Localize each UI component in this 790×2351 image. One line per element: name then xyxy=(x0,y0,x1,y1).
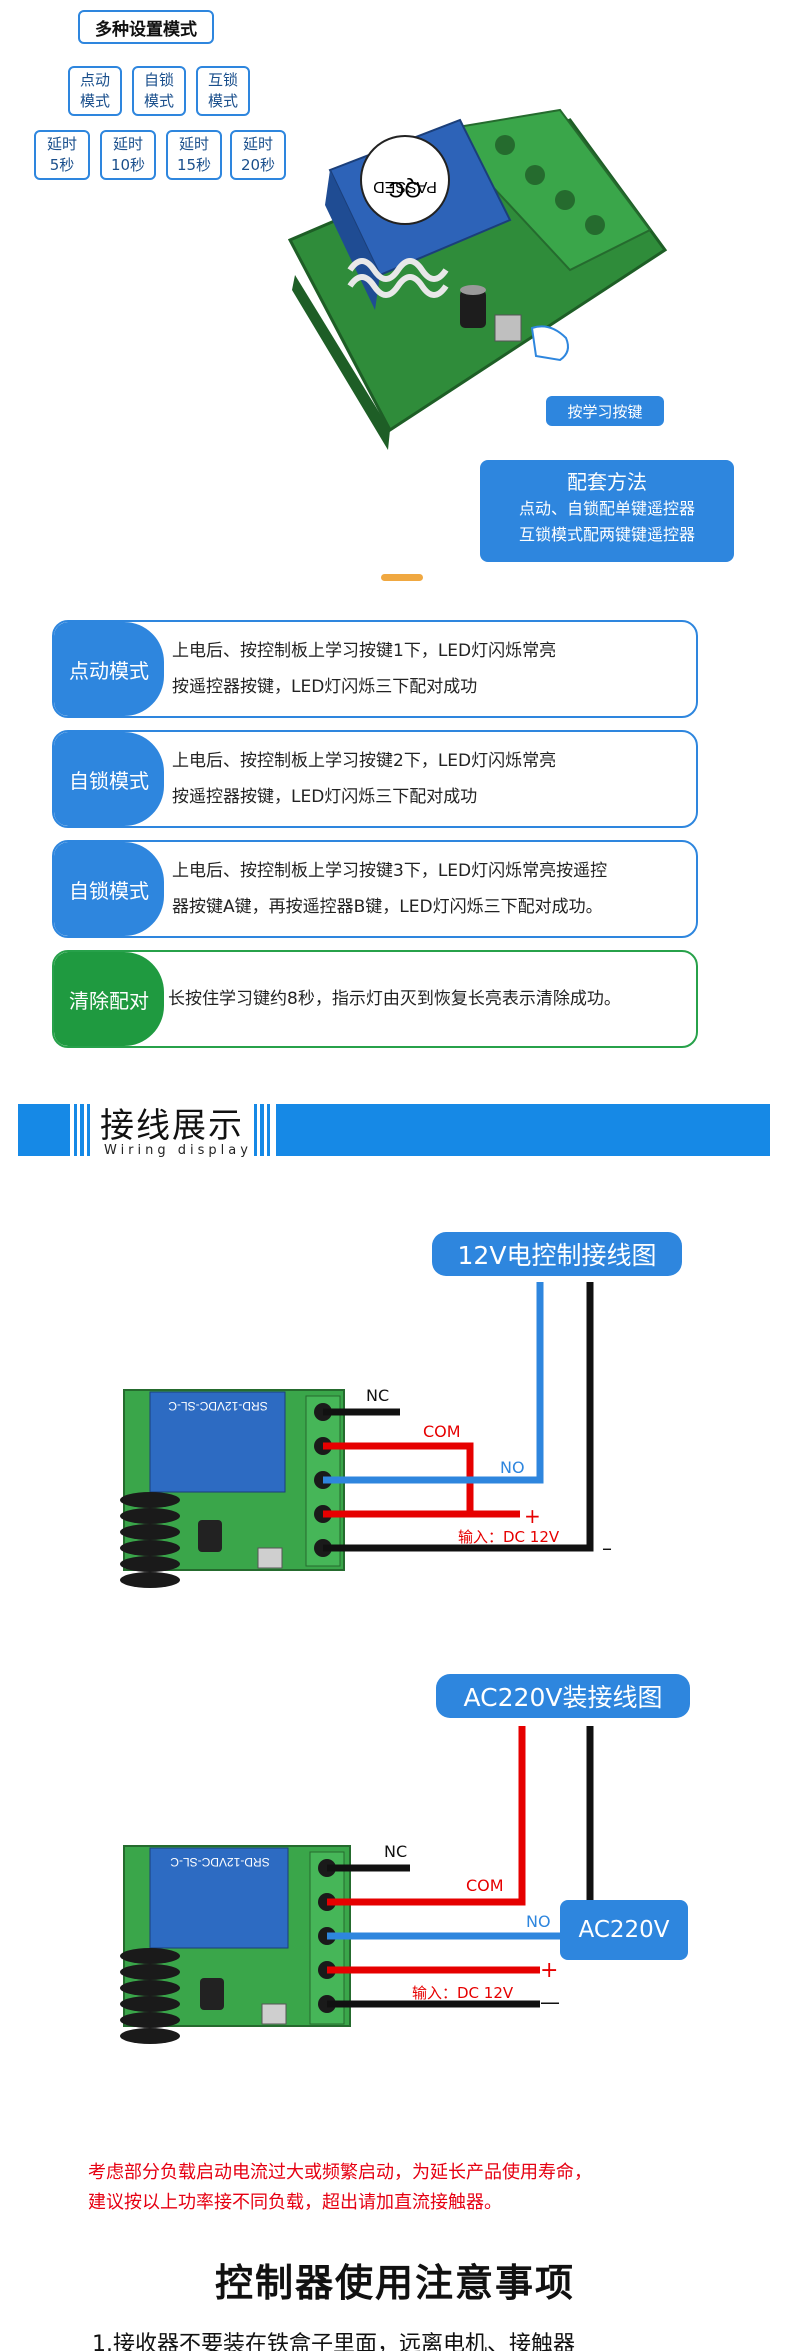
label-nc: NC xyxy=(366,1386,390,1405)
pairing-line-2: 按遥控器按键，LED灯闪烁三下配对成功 xyxy=(172,787,478,807)
delay-chip-line: 15秒 xyxy=(176,156,212,174)
load-warning: 考虑部分负载启动电流过大或频繁启动，为延长产品使用寿命， 建议按以上功率接不同负… xyxy=(88,2158,728,2218)
warning-line-2: 建议按以上功率接不同负载，超出请加直流接触器。 xyxy=(88,2192,502,2213)
delay-chip-5s: 延时 5秒 xyxy=(34,130,90,180)
pairing-tag: 点动模式 xyxy=(54,622,164,716)
wire-com xyxy=(327,1726,526,1906)
pairing-row-clear: 清除配对 长按住学习键约8秒，指示灯由灭到恢复长亮表示清除成功。 xyxy=(52,950,698,1048)
pairing-line-1: 上电后、按控制板上学习按键3下，LED灯闪烁常亮按遥控 xyxy=(172,861,608,881)
label-no: NO xyxy=(500,1458,525,1477)
label-plus: + xyxy=(524,1504,541,1528)
relay-label: SRD-12VDC-SL-C xyxy=(170,1855,270,1869)
delay-chip-line: 5秒 xyxy=(49,156,75,174)
mode-chip-latching: 自锁 模式 xyxy=(132,66,186,116)
modes-title: 多种设置模式 xyxy=(78,10,214,44)
receiver-board-photo: QC PASSED xyxy=(287,108,668,450)
wire-com xyxy=(323,1442,474,1514)
section-title: 接线展示 xyxy=(100,1106,244,1146)
section-header-stripes-right xyxy=(254,1104,270,1156)
label-input: 输入：DC 12V xyxy=(412,1984,514,2002)
learn-button xyxy=(257,1547,283,1569)
label-nc: NC xyxy=(384,1842,408,1861)
antenna-coil xyxy=(347,258,449,298)
section-subtitle: Wiring display xyxy=(104,1143,252,1158)
pairing-tag: 自锁模式 xyxy=(54,842,164,936)
delay-chip-line: 延时 xyxy=(46,135,77,153)
wiring-diagram-12v: SRD-12VDC-SL-C xyxy=(120,1282,594,1588)
pairing-description: 上电后、按控制板上学习按键3下，LED灯闪烁常亮按遥控 器按键A键，再按遥控器B… xyxy=(164,842,696,936)
delay-chip-line: 延时 xyxy=(112,135,143,153)
label-com: COM xyxy=(423,1422,461,1441)
pairing-description: 上电后、按控制板上学习按键2下，LED灯闪烁常亮 按遥控器按键，LED灯闪烁三下… xyxy=(164,732,696,826)
relay-label: SRD-12VDC-SL-C xyxy=(168,1399,268,1413)
sticker-passed-text: PASSED xyxy=(373,178,437,195)
delay-chip-15s: 延时 15秒 xyxy=(166,130,222,180)
label-input: 输入：DC 12V xyxy=(458,1528,560,1546)
delay-chip-line: 延时 xyxy=(242,135,273,153)
mode-chip-line: 自锁 xyxy=(143,71,174,89)
mode-chip-line: 模式 xyxy=(143,92,174,110)
delay-chip-line: 20秒 xyxy=(240,156,276,174)
section-header-bar-right xyxy=(276,1104,770,1156)
matching-method-box: 配套方法 点动、自锁配单键遥控器 互锁模式配两键键遥控器 xyxy=(480,460,734,562)
pairing-line-1: 上电后、按控制板上学习按键1下，LED灯闪烁常亮 xyxy=(172,641,557,661)
delay-chip-10s: 延时 10秒 xyxy=(100,130,156,180)
warning-line-1: 考虑部分负载启动电流过大或频繁启动，为延长产品使用寿命， xyxy=(88,2162,592,2183)
learn-button xyxy=(261,2003,287,2025)
pairing-row-interlock: 自锁模式 上电后、按控制板上学习按键3下，LED灯闪烁常亮按遥控 器按键A键，再… xyxy=(52,840,698,938)
wiring-diagram-220v: SRD-12VDC-SL-C xyxy=(120,1726,594,2044)
learn-button-label: 按学习按键 xyxy=(546,396,664,426)
pairing-description: 长按住学习键约8秒，指示灯由灭到恢复长亮表示清除成功。 xyxy=(164,952,696,1046)
antenna-coil xyxy=(120,1948,180,2044)
qc-passed-sticker: QC PASSED xyxy=(360,135,450,225)
pairing-tag: 清除配对 xyxy=(54,952,164,1046)
matching-line-1: 点动、自锁配单键遥控器 xyxy=(518,499,695,518)
capacitor xyxy=(200,1978,224,2010)
pairing-line-2: 器按键A键，再按遥控器B键，LED灯闪烁三下配对成功。 xyxy=(172,897,603,917)
pairing-line-1: 长按住学习键约8秒，指示灯由灭到恢复长亮表示清除成功。 xyxy=(168,989,621,1009)
label-plus: + xyxy=(540,1958,559,1983)
mode-chip-line: 模式 xyxy=(79,92,110,110)
label-minus: — xyxy=(540,1990,560,2014)
wire-minus xyxy=(323,1282,594,1552)
sticker-qc-text: QC xyxy=(388,177,421,202)
carousel-indicator[interactable] xyxy=(381,574,423,581)
wire-no xyxy=(323,1282,544,1484)
section-header-bar-left xyxy=(18,1104,70,1156)
delay-chip-20s: 延时 20秒 xyxy=(230,130,286,180)
notes-title: 控制器使用注意事项 xyxy=(214,2261,575,2305)
capacitor xyxy=(198,1520,222,1552)
pairing-line-1: 上电后、按控制板上学习按键2下，LED灯闪烁常亮 xyxy=(172,751,557,771)
label-no: NO xyxy=(526,1912,551,1931)
antenna-coil xyxy=(120,1492,180,1588)
note-item-1: 1.接收器不要装在铁盒子里面，远离电机、接触器 xyxy=(92,2332,575,2351)
mode-chip-line: 模式 xyxy=(207,92,238,110)
mode-chip-interlock: 互锁 模式 xyxy=(196,66,250,116)
matching-title: 配套方法 xyxy=(567,470,647,494)
section-header-stripes-left xyxy=(74,1104,90,1156)
pairing-line-2: 按遥控器按键，LED灯闪烁三下配对成功 xyxy=(172,677,478,697)
label-com: COM xyxy=(466,1876,504,1895)
mode-chip-momentary: 点动 模式 xyxy=(68,66,122,116)
diagram-220v-title: AC220V装接线图 xyxy=(436,1674,690,1718)
pairing-row-latching: 自锁模式 上电后、按控制板上学习按键2下，LED灯闪烁常亮 按遥控器按键，LED… xyxy=(52,730,698,828)
delay-chip-line: 延时 xyxy=(178,135,209,153)
matching-line-2: 互锁模式配两键键遥控器 xyxy=(518,525,695,544)
mode-chip-line: 互锁 xyxy=(207,71,238,89)
mode-chip-line: 点动 xyxy=(79,71,110,89)
delay-chip-line: 10秒 xyxy=(110,156,146,174)
pointing-hand-icon xyxy=(530,325,569,362)
pairing-description: 上电后、按控制板上学习按键1下，LED灯闪烁常亮 按遥控器按键，LED灯闪烁三下… xyxy=(164,622,696,716)
relay-body xyxy=(149,1391,286,1493)
ac220v-load-box: AC220V xyxy=(560,1900,688,1960)
diagram-12v-title: 12V电控制接线图 xyxy=(432,1232,682,1276)
pairing-row-momentary: 点动模式 上电后、按控制板上学习按键1下，LED灯闪烁常亮 按遥控器按键，LED… xyxy=(52,620,698,718)
relay-body xyxy=(149,1847,289,1949)
label-minus: – xyxy=(602,1536,612,1560)
pairing-tag: 自锁模式 xyxy=(54,732,164,826)
